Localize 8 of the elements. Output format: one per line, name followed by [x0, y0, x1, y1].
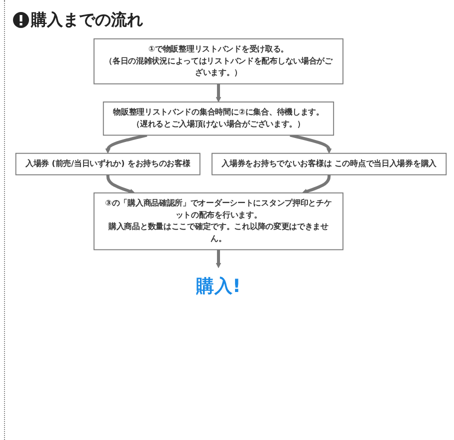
arrow [302, 174, 331, 194]
arrow [216, 250, 222, 268]
arrow [216, 84, 222, 102]
node-text: 購入! [196, 276, 241, 297]
arrow [105, 134, 148, 154]
title: 購入までの流れ [31, 10, 143, 31]
arrow [290, 134, 332, 154]
arrow [106, 174, 135, 194]
